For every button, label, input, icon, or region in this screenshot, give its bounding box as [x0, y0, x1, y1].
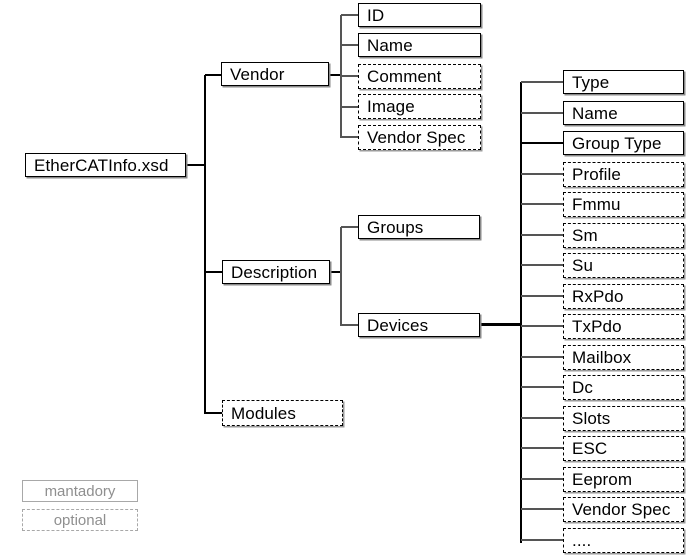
- node-vendor-vendor-spec[interactable]: Vendor Spec: [358, 125, 481, 150]
- node-device-mailbox[interactable]: Mailbox: [563, 345, 684, 370]
- node-device-more[interactable]: ....: [563, 528, 684, 553]
- node-device-profile[interactable]: Profile: [563, 162, 684, 187]
- connector-devices-to-eeprom: [521, 478, 564, 480]
- connector-devices-to-vendorspec: [521, 508, 564, 510]
- node-device-eeprom[interactable]: Eeprom: [563, 467, 684, 492]
- node-device-rxpdo[interactable]: RxPdo: [563, 284, 684, 309]
- connector-description-spine: [340, 227, 342, 326]
- connector-vendor-to-image: [341, 106, 359, 108]
- legend-optional: optional: [22, 509, 138, 531]
- node-vendor-name[interactable]: Name: [358, 33, 481, 57]
- connector-devices-to-fmmu: [521, 203, 564, 205]
- node-device-group-type[interactable]: Group Type: [563, 131, 684, 155]
- connector-devices-stub: [480, 323, 522, 326]
- connector-devices-to-txpdo: [521, 325, 564, 327]
- node-device-slots[interactable]: Slots: [563, 406, 684, 431]
- node-device-txpdo[interactable]: TxPdo: [563, 314, 684, 339]
- connector-vendor-to-name: [341, 44, 359, 46]
- connector-vendor-to-id: [341, 14, 359, 16]
- connector-devices-to-more: [521, 539, 564, 541]
- connector-vendor-to-vendorspec: [341, 136, 359, 138]
- connector-devices-to-su: [521, 264, 564, 266]
- node-ethercatinfo-xsd[interactable]: EtherCATInfo.xsd: [25, 153, 186, 177]
- connector-devices-to-name: [521, 112, 564, 114]
- node-device-type[interactable]: Type: [563, 70, 684, 94]
- node-vendor[interactable]: Vendor: [221, 62, 329, 86]
- legend-mandatory: mantadory: [22, 480, 138, 502]
- node-groups[interactable]: Groups: [358, 215, 480, 239]
- connector-devices-to-slots: [521, 417, 564, 419]
- node-device-esc[interactable]: ESC: [563, 436, 684, 461]
- connector-description-to-groups: [341, 226, 359, 228]
- connector-devices-to-dc: [521, 386, 564, 388]
- connector-devices-spine: [520, 82, 522, 543]
- connector-description-stub: [330, 271, 342, 273]
- node-devices[interactable]: Devices: [358, 313, 480, 337]
- connector-root-spine: [204, 75, 206, 414]
- connector-devices-to-profile: [521, 173, 564, 175]
- connector-description-to-devices: [341, 324, 359, 326]
- node-device-dc[interactable]: Dc: [563, 375, 684, 400]
- connector-root-to-vendor: [205, 74, 222, 76]
- node-device-fmmu[interactable]: Fmmu: [563, 192, 684, 217]
- node-vendor-comment[interactable]: Comment: [358, 64, 481, 89]
- connector-devices-to-esc: [521, 447, 564, 449]
- connector-vendor-stub: [329, 74, 342, 76]
- node-description[interactable]: Description: [222, 260, 330, 284]
- connector-devices-to-mailbox: [521, 356, 564, 358]
- node-modules[interactable]: Modules: [222, 400, 343, 426]
- node-device-sm[interactable]: Sm: [563, 223, 684, 248]
- connector-devices-to-type: [521, 81, 564, 83]
- connector-root-to-description: [205, 271, 223, 273]
- node-vendor-id[interactable]: ID: [358, 3, 481, 27]
- connector-devices-to-rxpdo: [521, 295, 564, 297]
- connector-devices-to-sm: [521, 234, 564, 236]
- connector-devices-to-grouptype: [521, 142, 564, 144]
- node-vendor-image[interactable]: Image: [358, 94, 481, 119]
- node-device-su[interactable]: Su: [563, 253, 684, 278]
- connector-root-to-modules: [205, 412, 223, 414]
- connector-vendor-to-comment: [341, 75, 359, 77]
- node-device-name[interactable]: Name: [563, 101, 684, 125]
- connector-root-stub: [186, 164, 205, 166]
- node-device-vendor-spec[interactable]: Vendor Spec: [563, 497, 684, 522]
